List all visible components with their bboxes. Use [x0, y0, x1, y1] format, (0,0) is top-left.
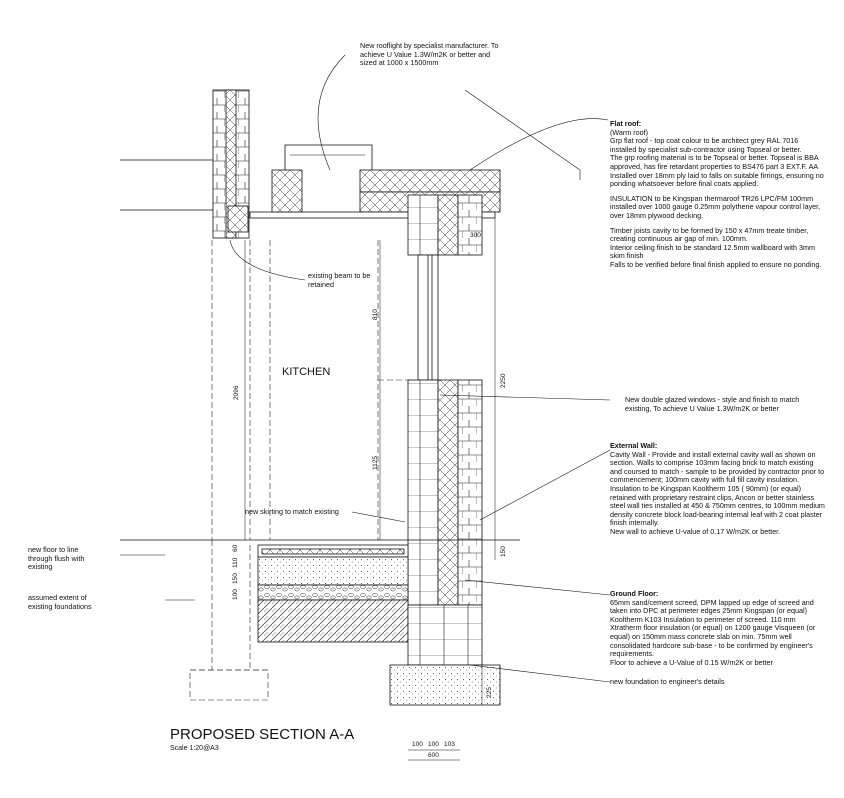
flat-roof-p6: Interior ceiling finish to be standard 1…	[610, 242, 815, 261]
dim-225: 225	[486, 687, 493, 698]
external-wall-p1: Cavity Wall - Provide and install extern…	[610, 449, 825, 528]
flat-roof-p7: Falls to be verified before final finish…	[610, 259, 822, 269]
flat-roof-p5: Timber joists cavity to be formed by 150…	[610, 225, 809, 244]
ground-floor-note: Ground Floor: 65mm sand/cement screed, D…	[610, 589, 825, 667]
assumed-foundations-note: assumed extent of existing foundations	[28, 593, 92, 611]
ground-floor-p1: 65mm sand/cement screed, DPM lapped up e…	[610, 597, 816, 659]
drawing-scale: Scale 1:20@A3	[170, 745, 219, 752]
flat-roof-title: Flat roof:	[610, 119, 642, 128]
dim-f103: 103	[444, 741, 455, 748]
dim-810: 810	[372, 309, 379, 320]
external-wall-title: External Wall:	[610, 441, 658, 450]
dashed-outlines	[189, 240, 410, 701]
dim-300: 300	[470, 232, 481, 239]
ground-floor	[120, 539, 520, 706]
flat-roof-p4: INSULATION to be Kingspan thermaroof TR2…	[610, 193, 821, 220]
room-label-kitchen: KITCHEN	[282, 366, 331, 378]
flat-roof-p3: Installed over 18mm ply laid to falls on…	[610, 170, 824, 189]
dim-100: 100	[232, 589, 239, 600]
flat-roof-note: Flat roof: (Warm roof) Grp flat roof - t…	[610, 119, 825, 270]
external-wall-note: External Wall: Cavity Wall - Provide and…	[610, 441, 825, 537]
existing-wall	[120, 89, 250, 239]
leader-lines	[120, 54, 611, 683]
flat-roof-p2: The grp roofing material is to be Topsea…	[610, 153, 819, 171]
dim-150b: 150	[232, 573, 239, 584]
dim-2250: 2250	[500, 373, 507, 388]
foundation-note: new foundation to engineer's details	[610, 677, 725, 686]
rooflight-note: New rooflight by specialist manufacturer…	[360, 41, 499, 68]
ground-floor-p2: Floor to achieve a U-Value of 0.15 W/m2K…	[610, 657, 773, 667]
dim-110: 110	[232, 557, 239, 568]
external-wall-p2: New wall to achieve U-value of 0.17 W/m2…	[610, 526, 781, 536]
existing-beam-note: existing beam to be retained	[308, 271, 371, 289]
dim-f100b: 100	[428, 741, 439, 748]
windows-note: New double glazed windows - style and fi…	[625, 395, 800, 413]
ground-floor-title: Ground Floor:	[610, 589, 659, 598]
dim-60: 60	[232, 544, 239, 552]
drawing-title: PROPOSED SECTION A-A	[170, 726, 355, 743]
dimension-lines	[244, 218, 496, 761]
dim-f600: 600	[428, 752, 439, 759]
skirting-note: new skirting to match existing	[245, 507, 339, 516]
dim-f100a: 100	[412, 741, 423, 748]
new-external-wall	[407, 194, 483, 606]
dim-2096: 2096	[233, 385, 240, 400]
new-floor-note: new floor to line through flush with exi…	[28, 545, 85, 572]
flat-roof-p1: Grp flat roof - top coat colour to be ar…	[610, 136, 802, 154]
dim-1125: 1125	[372, 456, 379, 470]
dim-150: 150	[500, 546, 507, 557]
flat-roof-subtitle: (Warm roof)	[610, 127, 649, 137]
